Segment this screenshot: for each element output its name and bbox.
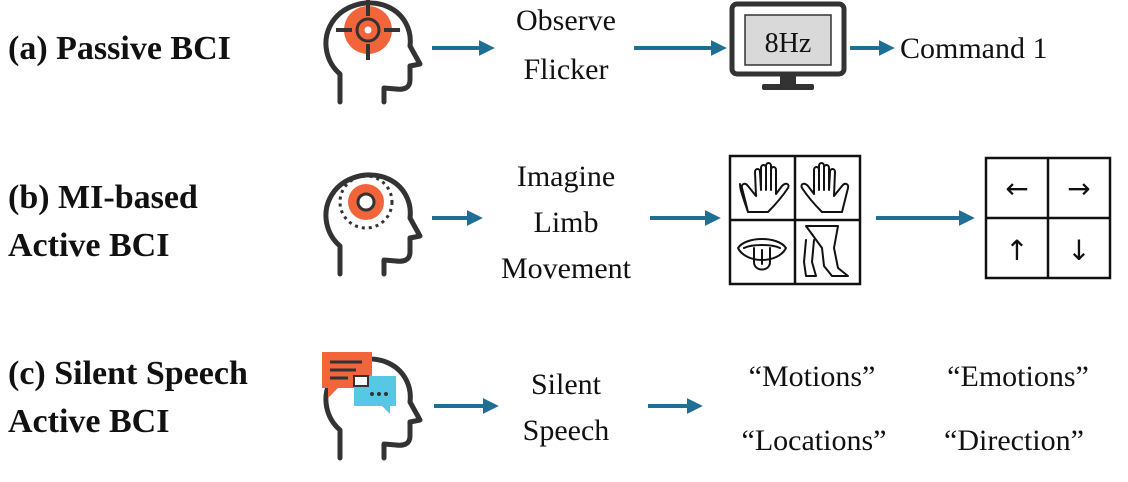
direction-right: → [1067, 172, 1090, 205]
row-c-label-line-1: (c) Silent Speech [8, 355, 248, 392]
head-chat-icon [322, 352, 420, 458]
row-c-step-line-2: Speech [523, 414, 610, 447]
limb-grid [728, 154, 862, 286]
row-a-step: Observe Flicker [516, 4, 616, 86]
head-target-icon [326, 0, 420, 102]
row-a-step-line-1: Observe [516, 4, 616, 37]
row-b-label-line-2: Active BCI [8, 227, 169, 264]
row-b-label-line-1: (b) MI-based [8, 179, 198, 216]
silent-speech-outputs: “Motions” “Emotions” “Locations” “Direct… [742, 360, 1089, 457]
row-c-step: Silent Speech [523, 368, 610, 447]
direction-left: ← [1005, 172, 1028, 205]
row-b-step-line-2: Limb [534, 206, 599, 239]
output-emotions: “Emotions” [947, 360, 1089, 393]
feet-icon [803, 225, 849, 277]
output-direction: “Direction” [944, 424, 1084, 457]
row-b-step: Imagine Limb Movement [501, 160, 632, 285]
row-a-result: Command 1 [900, 32, 1048, 65]
row-c-label-line-2: Active BCI [8, 403, 169, 440]
monitor-icon: 8Hz [729, 1, 847, 90]
right-hand-icon [800, 162, 850, 213]
row-a-label: (a) Passive BCI [8, 30, 231, 67]
output-motions: “Motions” [749, 360, 876, 393]
left-hand-icon [739, 162, 790, 213]
row-c-step-line-1: Silent [531, 368, 602, 401]
output-locations: “Locations” [742, 424, 887, 457]
head-gear-icon [326, 175, 420, 274]
row-c-label: (c) Silent Speech Active BCI [8, 355, 248, 440]
direction-down: ↓ [1067, 234, 1090, 267]
monitor-frequency: 8Hz [765, 28, 812, 59]
row-b-label: (b) MI-based Active BCI [8, 179, 198, 264]
row-b-step-line-1: Imagine [517, 160, 615, 193]
tongue-icon [737, 238, 787, 271]
direction-up: ↑ [1005, 234, 1028, 267]
row-b-step-line-3: Movement [501, 252, 632, 285]
direction-grid: ← → ↑ ↓ [984, 156, 1112, 280]
row-a-step-line-2: Flicker [524, 53, 609, 86]
